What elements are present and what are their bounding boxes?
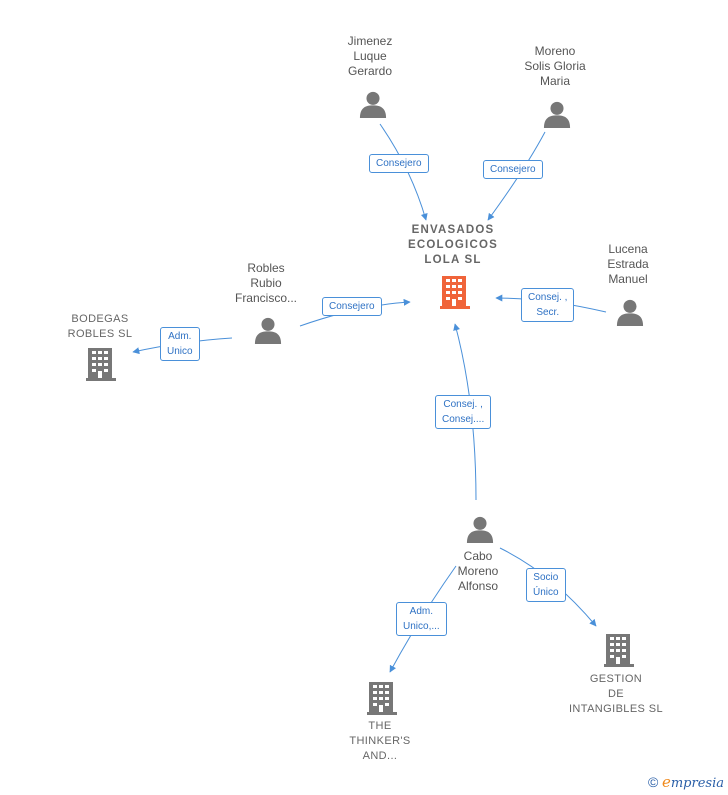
brand-logo-e: e <box>661 773 671 791</box>
person-icon-moreno-solis <box>543 101 571 128</box>
building-icon-gestion <box>604 634 634 667</box>
building-icon-bodegas <box>86 348 116 381</box>
node-label-lucena[interactable]: Lucena Estrada Manuel <box>607 242 649 286</box>
edge-label-robles-main[interactable]: Consejero <box>322 297 382 316</box>
brand-footer: © empresia <box>648 773 724 791</box>
edge-label-cabo-thinkers[interactable]: Adm. Unico,... <box>396 602 447 636</box>
edge-label-moreno-main[interactable]: Consejero <box>483 160 543 179</box>
person-icon-robles <box>254 317 282 344</box>
node-label-bodegas[interactable]: BODEGAS ROBLES SL <box>67 313 133 340</box>
node-label-main[interactable]: ENVASADOS ECOLOGICOS LOLA SL <box>408 224 498 266</box>
person-icon-lucena <box>616 299 644 326</box>
edge-label-cabo-gestion[interactable]: Socio Único <box>526 568 566 602</box>
edge-label-jimenez-main[interactable]: Consejero <box>369 154 429 173</box>
node-label-thinkers[interactable]: THE THINKER'S AND... <box>349 720 411 762</box>
node-label-cabo[interactable]: Cabo Moreno Alfonso <box>457 549 499 593</box>
edge-label-cabo-main[interactable]: Consej. , Consej.... <box>435 395 492 429</box>
person-icon-cabo <box>466 516 494 543</box>
node-label-robles[interactable]: Robles Rubio Francisco... <box>234 261 297 305</box>
node-label-gestion[interactable]: GESTION DE INTANGIBLES SL <box>568 673 664 715</box>
brand-logo-text: mpresia <box>670 776 724 791</box>
copyright-icon: © <box>648 774 659 790</box>
building-icon-thinkers <box>367 682 397 715</box>
person-icon-jimenez <box>359 91 387 118</box>
building-icon-main <box>440 276 470 309</box>
edge-label-robles-bodegas[interactable]: Adm. Unico <box>160 327 200 361</box>
edge-label-lucena-main[interactable]: Consej. , Secr. <box>521 288 575 322</box>
node-label-jimenez[interactable]: Jimenez Luque Gerardo <box>347 34 393 78</box>
node-label-moreno-solis[interactable]: Moreno Solis Gloria Maria <box>524 44 586 88</box>
